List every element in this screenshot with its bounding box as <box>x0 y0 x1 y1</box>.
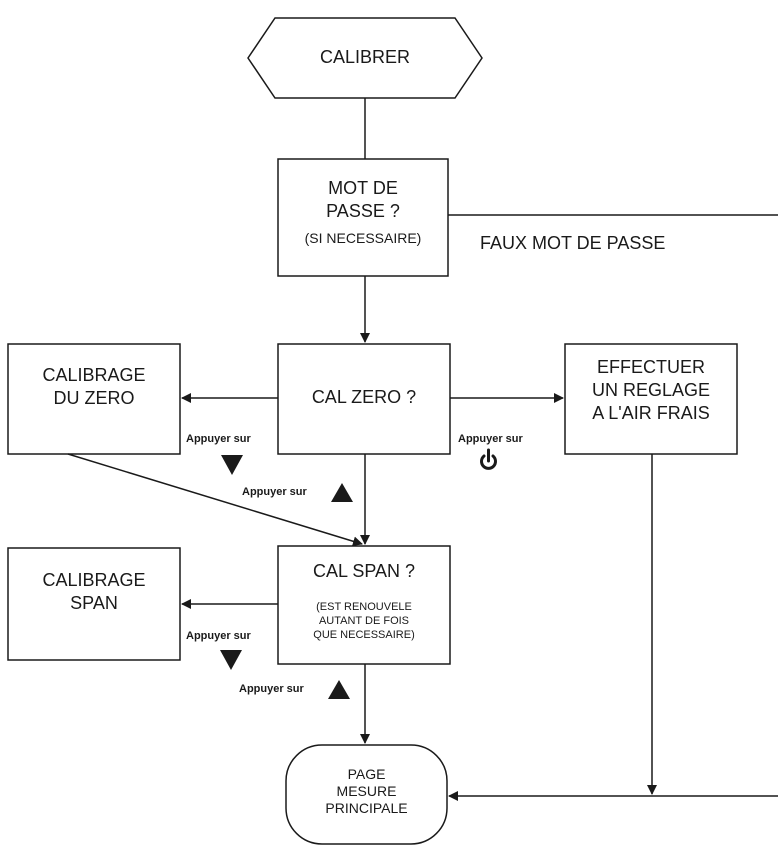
cal-span-box <box>277 545 451 665</box>
cal-zero-label: CAL ZERO ? <box>311 387 417 407</box>
down-triangle-icon <box>221 455 243 475</box>
press-hint-zero-up: Appuyer sur <box>242 486 307 498</box>
wrong-password-label: FAUX MOT DE PASSE <box>480 233 666 253</box>
password-box <box>277 158 449 277</box>
press-hint-freshair: Appuyer sur <box>458 433 523 445</box>
fresh-air-box <box>564 343 738 455</box>
up-triangle-icon <box>328 680 350 699</box>
power-icon <box>480 448 497 470</box>
down-triangle-icon <box>220 650 242 670</box>
span-calibration-box <box>7 547 181 661</box>
press-hint-span-up: Appuyer sur <box>239 683 304 695</box>
password-note: (SI NECESSAIRE) <box>304 230 422 246</box>
cal-span-label: CAL SPAN ? <box>312 561 416 581</box>
zero-calibration-label: CALIBRAGE DU ZERO <box>42 365 146 408</box>
span-calibration-label: CALIBRAGE SPAN <box>42 570 146 613</box>
cal-zero-box <box>277 343 451 455</box>
cal-span-note: (EST RENOUVELE AUTANT DE FOIS QUE NECESS… <box>313 601 415 641</box>
press-hint-span-down: Appuyer sur <box>186 630 251 642</box>
edge-zerocal-calspan <box>67 453 363 547</box>
start-label: CALIBRER <box>319 47 411 67</box>
end-terminal <box>285 744 448 845</box>
press-hint-zero-down: Appuyer sur <box>186 433 251 445</box>
end-label: PAGE MESURE PRINCIPALE <box>325 766 408 816</box>
fresh-air-label: EFFECTUER UN REGLAGE A L'AIR FRAIS <box>591 357 711 423</box>
zero-calibration-box <box>7 343 181 455</box>
up-triangle-icon <box>331 483 353 502</box>
start-hexagon <box>247 17 483 99</box>
password-label: MOT DE PASSE ? <box>326 178 400 221</box>
